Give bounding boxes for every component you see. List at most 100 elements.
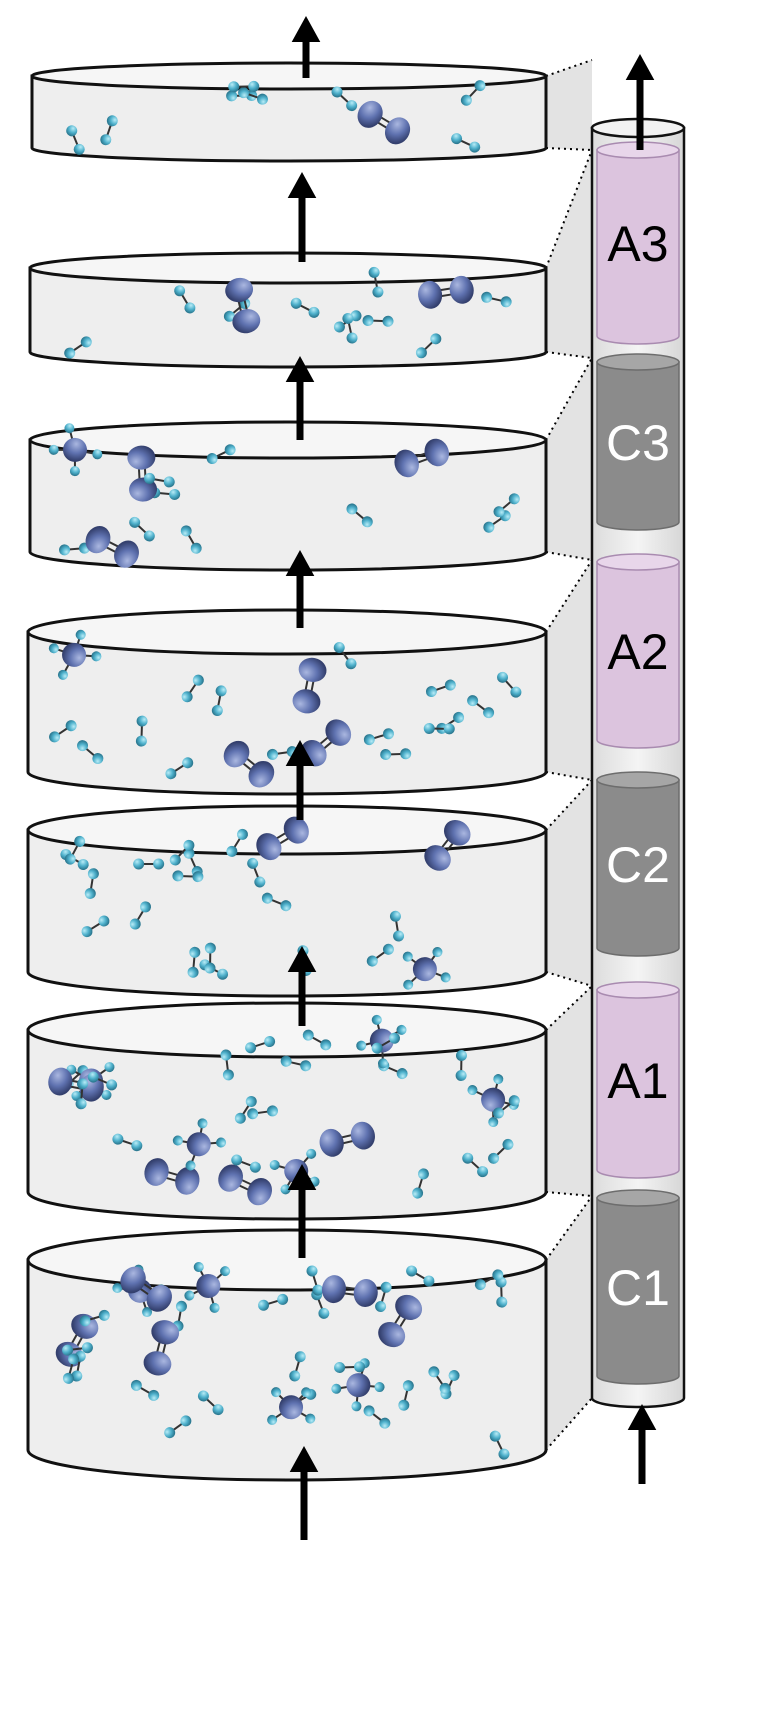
catalyst-segment: C3 <box>596 353 680 531</box>
diatomic-small-molecule-icon <box>462 1152 489 1178</box>
flow-arrow-icon <box>627 1404 657 1484</box>
diatomic-small-molecule-icon <box>489 1430 510 1460</box>
disc-body <box>26 828 548 998</box>
flow-arrow-icon <box>287 172 317 262</box>
diatomic-small-molecule-icon <box>306 1265 324 1296</box>
molecule-group <box>60 816 471 990</box>
tetrahedral-molecule-icon <box>184 1261 231 1313</box>
connector-line <box>545 147 593 151</box>
diatomic-small-molecule-icon <box>474 1269 504 1291</box>
diatomic-small-molecule-icon <box>164 1415 192 1439</box>
tetrahedral-molecule-icon <box>356 1014 407 1069</box>
diatomic-small-molecule-icon <box>333 642 357 670</box>
segment-label: C2 <box>606 837 670 893</box>
diatomic-small-molecule-icon <box>302 1029 332 1051</box>
connector-line <box>545 357 593 441</box>
flow-arrow-icon <box>291 16 321 78</box>
diatomic-small-molecule-icon <box>112 1133 143 1152</box>
diatomic-large-molecule-icon <box>357 100 411 145</box>
diatomic-large-molecule-icon <box>424 819 471 871</box>
tetrahedral-molecule-icon <box>48 629 102 680</box>
molecule-group <box>48 1014 520 1206</box>
adsorbent-segment: A3 <box>596 141 680 345</box>
flow-arrow-icon <box>285 550 315 628</box>
diatomic-small-molecule-icon <box>133 858 165 870</box>
diatomic-small-molecule-icon <box>62 1342 93 1356</box>
segment-top <box>596 353 680 371</box>
diatomic-small-molecule-icon <box>169 839 195 866</box>
diatomic-small-molecule-icon <box>172 1300 187 1332</box>
diatomic-large-molecule-icon <box>256 816 309 861</box>
diatomic-small-molecule-icon <box>375 1281 392 1313</box>
segment-top <box>596 1189 680 1207</box>
diatomic-small-molecule-icon <box>238 87 268 105</box>
disc-top <box>30 61 548 91</box>
diatomic-small-molecule-icon <box>220 1049 234 1081</box>
diatomic-small-molecule-icon <box>493 493 520 518</box>
diatomic-small-molecule-icon <box>488 1138 514 1164</box>
connector-shade <box>546 358 592 560</box>
diatomic-small-molecule-icon <box>165 757 194 780</box>
diatomic-small-molecule-icon <box>451 133 481 153</box>
diatomic-small-molecule-icon <box>389 910 405 942</box>
diatomic-small-molecule-icon <box>234 1095 257 1124</box>
diatomic-large-molecule-icon <box>292 657 327 714</box>
stage-disc <box>26 608 548 796</box>
connector-line <box>545 1191 593 1197</box>
diatomic-small-molecule-icon <box>261 892 292 912</box>
diatomic-small-molecule-icon <box>64 336 92 359</box>
diatomic-small-molecule-icon <box>174 285 196 314</box>
connector-shade <box>546 150 592 358</box>
diatomic-small-molecule-icon <box>245 1036 276 1054</box>
segment-body <box>596 989 680 1179</box>
tetrahedral-molecule-icon <box>48 423 103 477</box>
diatomic-large-molecule-icon <box>223 740 275 788</box>
diatomic-small-molecule-icon <box>497 671 522 698</box>
diatomic-small-molecule-icon <box>331 86 358 112</box>
segment-label: C3 <box>606 415 670 471</box>
diatomic-small-molecule-icon <box>342 312 358 344</box>
connector-line <box>545 985 593 1031</box>
diatomic-small-molecule-icon <box>204 942 216 974</box>
diatomic-large-molecule-icon <box>143 1320 180 1376</box>
connector-line <box>545 59 593 77</box>
segment-label: A3 <box>607 216 668 272</box>
diatomic-small-molecule-icon <box>368 266 384 298</box>
diatomic-small-molecule-icon <box>197 1390 224 1416</box>
diatomic-large-molecule-icon <box>378 1294 423 1348</box>
segment-label: C1 <box>606 1260 670 1316</box>
diatomic-small-molecule-icon <box>77 740 104 764</box>
diatomic-small-molecule-icon <box>455 1050 467 1082</box>
diatomic-large-molecule-icon <box>418 275 474 309</box>
diatomic-small-molecule-icon <box>81 915 110 938</box>
segment-top <box>596 771 680 789</box>
diatomic-small-molecule-icon <box>180 525 202 554</box>
disc-body <box>26 1258 548 1482</box>
segment-top <box>596 981 680 999</box>
adsorbent-segment: A1 <box>596 981 680 1179</box>
stage-disc <box>26 1228 548 1482</box>
diatomic-small-molecule-icon <box>181 674 204 703</box>
segment-label: A1 <box>607 1053 668 1109</box>
diatomic-small-molecule-icon <box>135 715 148 747</box>
diatomic-small-molecule-icon <box>49 720 77 743</box>
molecule-group <box>55 1261 510 1460</box>
disc-body <box>26 630 548 796</box>
connector-shade <box>546 560 592 780</box>
connector-line <box>545 1195 593 1261</box>
diatomic-small-molecule-icon <box>460 80 486 106</box>
stage-disc <box>28 251 548 369</box>
adsorbent-segment: A2 <box>596 553 680 749</box>
diatomic-small-molecule-icon <box>144 472 175 488</box>
catalyst-segment: C2 <box>596 771 680 957</box>
segment-body <box>596 361 680 531</box>
connector-line <box>545 351 593 359</box>
catalyst-segment: C1 <box>596 1189 680 1385</box>
flow-arrow-icon <box>285 740 315 820</box>
diatomic-small-molecule-icon <box>66 125 85 155</box>
diatomic-small-molecule-icon <box>483 510 511 533</box>
molecule-group <box>48 629 522 788</box>
disc-top <box>26 1001 548 1059</box>
diatomic-large-molecule-icon <box>218 1164 272 1206</box>
diatomic-large-molecule-icon <box>120 1266 172 1312</box>
